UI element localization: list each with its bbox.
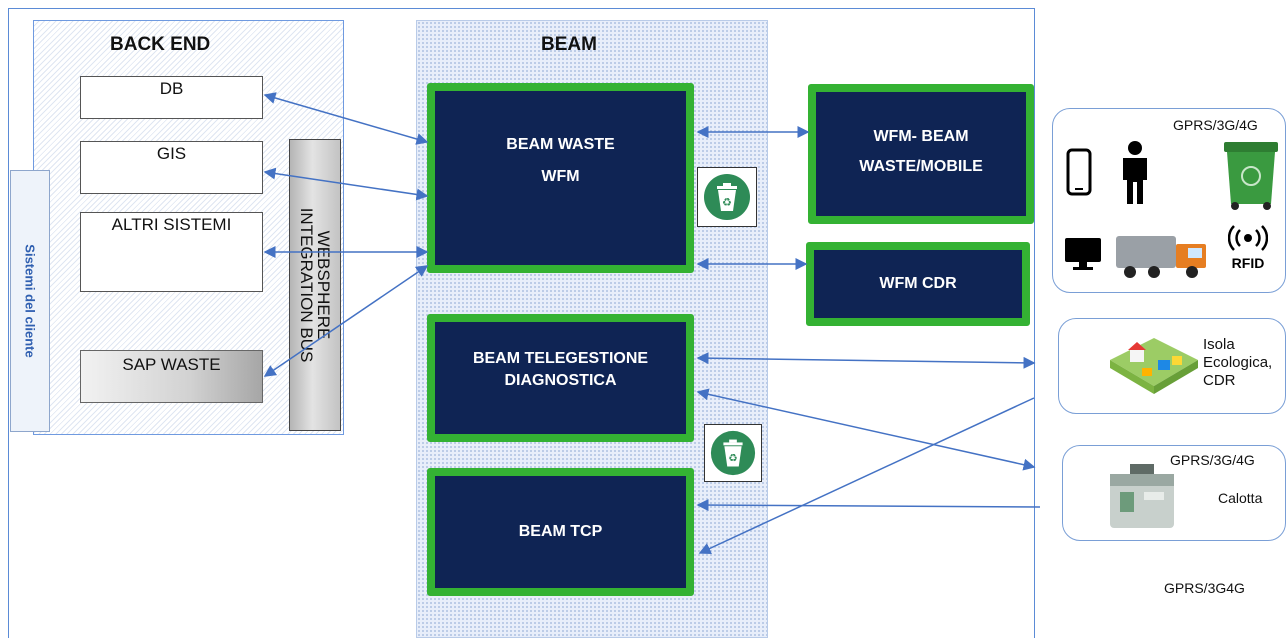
sistemi-del-cliente-bar: Sistemi del cliente xyxy=(10,170,50,432)
isola-ecologica-label: Isola Ecologica, CDR xyxy=(1203,336,1272,390)
arrow-sap-wfm xyxy=(263,265,429,377)
beam-tcp-box: BEAM TCP xyxy=(427,468,694,596)
calotta-container-illustration xyxy=(1100,458,1184,539)
beam-tcp-label: BEAM TCP xyxy=(518,523,603,540)
recycle-bin-icon: ♻ xyxy=(697,167,757,227)
monitor-icon xyxy=(1064,236,1102,277)
waste-bin-icon xyxy=(1222,138,1280,215)
wfm-beam-label: WFM- BEAM xyxy=(873,128,969,145)
beam-waste-label: BEAM WASTE xyxy=(506,136,615,153)
ecologica-line: Ecologica, xyxy=(1203,354,1273,371)
telegestione-label: BEAM TELEGESTIONE xyxy=(472,350,649,367)
bottom-network-label: GPRS/3G4G xyxy=(1164,580,1245,596)
beam-telegestione-box: BEAM TELEGESTIONE DIAGNOSTICA xyxy=(427,314,694,442)
isola-ecologica-illustration xyxy=(1102,330,1202,405)
altri-sistemi-box: ALTRI SISTEMI xyxy=(80,212,263,292)
gis-box: GIS xyxy=(80,141,263,194)
arrow-telegestione-calotta xyxy=(696,388,1036,471)
arrow-isola-tcp xyxy=(698,397,1035,555)
back-end-title: BACK END xyxy=(110,34,211,55)
waste-mobile-label: WASTE/MOBILE xyxy=(859,158,983,175)
arrow-gis-wfm xyxy=(263,167,429,201)
calotta-label: Calotta xyxy=(1218,490,1263,506)
wfm-beam-waste-mobile-box: WFM- BEAM WASTE/MOBILE xyxy=(808,84,1034,224)
wfm-cdr-label: WFM CDR xyxy=(879,275,957,292)
calotta-network-label: GPRS/3G/4G xyxy=(1170,452,1255,468)
arrow-db-wfm xyxy=(263,92,429,145)
wfm-label: WFM xyxy=(541,168,580,185)
arrow-telegestione-isola xyxy=(696,352,1036,369)
wfm-cdr-box: WFM CDR xyxy=(806,242,1030,326)
garbage-truck-icon xyxy=(1114,230,1210,285)
person-icon xyxy=(1115,140,1155,209)
rfid-icon: RFID xyxy=(1226,224,1270,271)
cdr-line: CDR xyxy=(1203,372,1236,389)
diagram-frame xyxy=(8,8,1035,638)
db-box: DB xyxy=(80,76,263,119)
smartphone-icon xyxy=(1066,148,1092,201)
devices-network-label: GPRS/3G/4G xyxy=(1173,117,1258,133)
isola-line: Isola xyxy=(1203,336,1235,353)
arrow-calotta-tcp xyxy=(696,499,1041,512)
diagnostica-label: DIAGNOSTICA xyxy=(504,372,617,389)
rfid-label: RFID xyxy=(1231,255,1265,271)
beam-waste-wfm-box: BEAM WASTE WFM xyxy=(427,83,694,273)
sap-waste-box: SAP WASTE xyxy=(80,350,263,403)
svg-text:♻: ♻ xyxy=(722,196,732,209)
beam-title: BEAM xyxy=(541,34,597,55)
